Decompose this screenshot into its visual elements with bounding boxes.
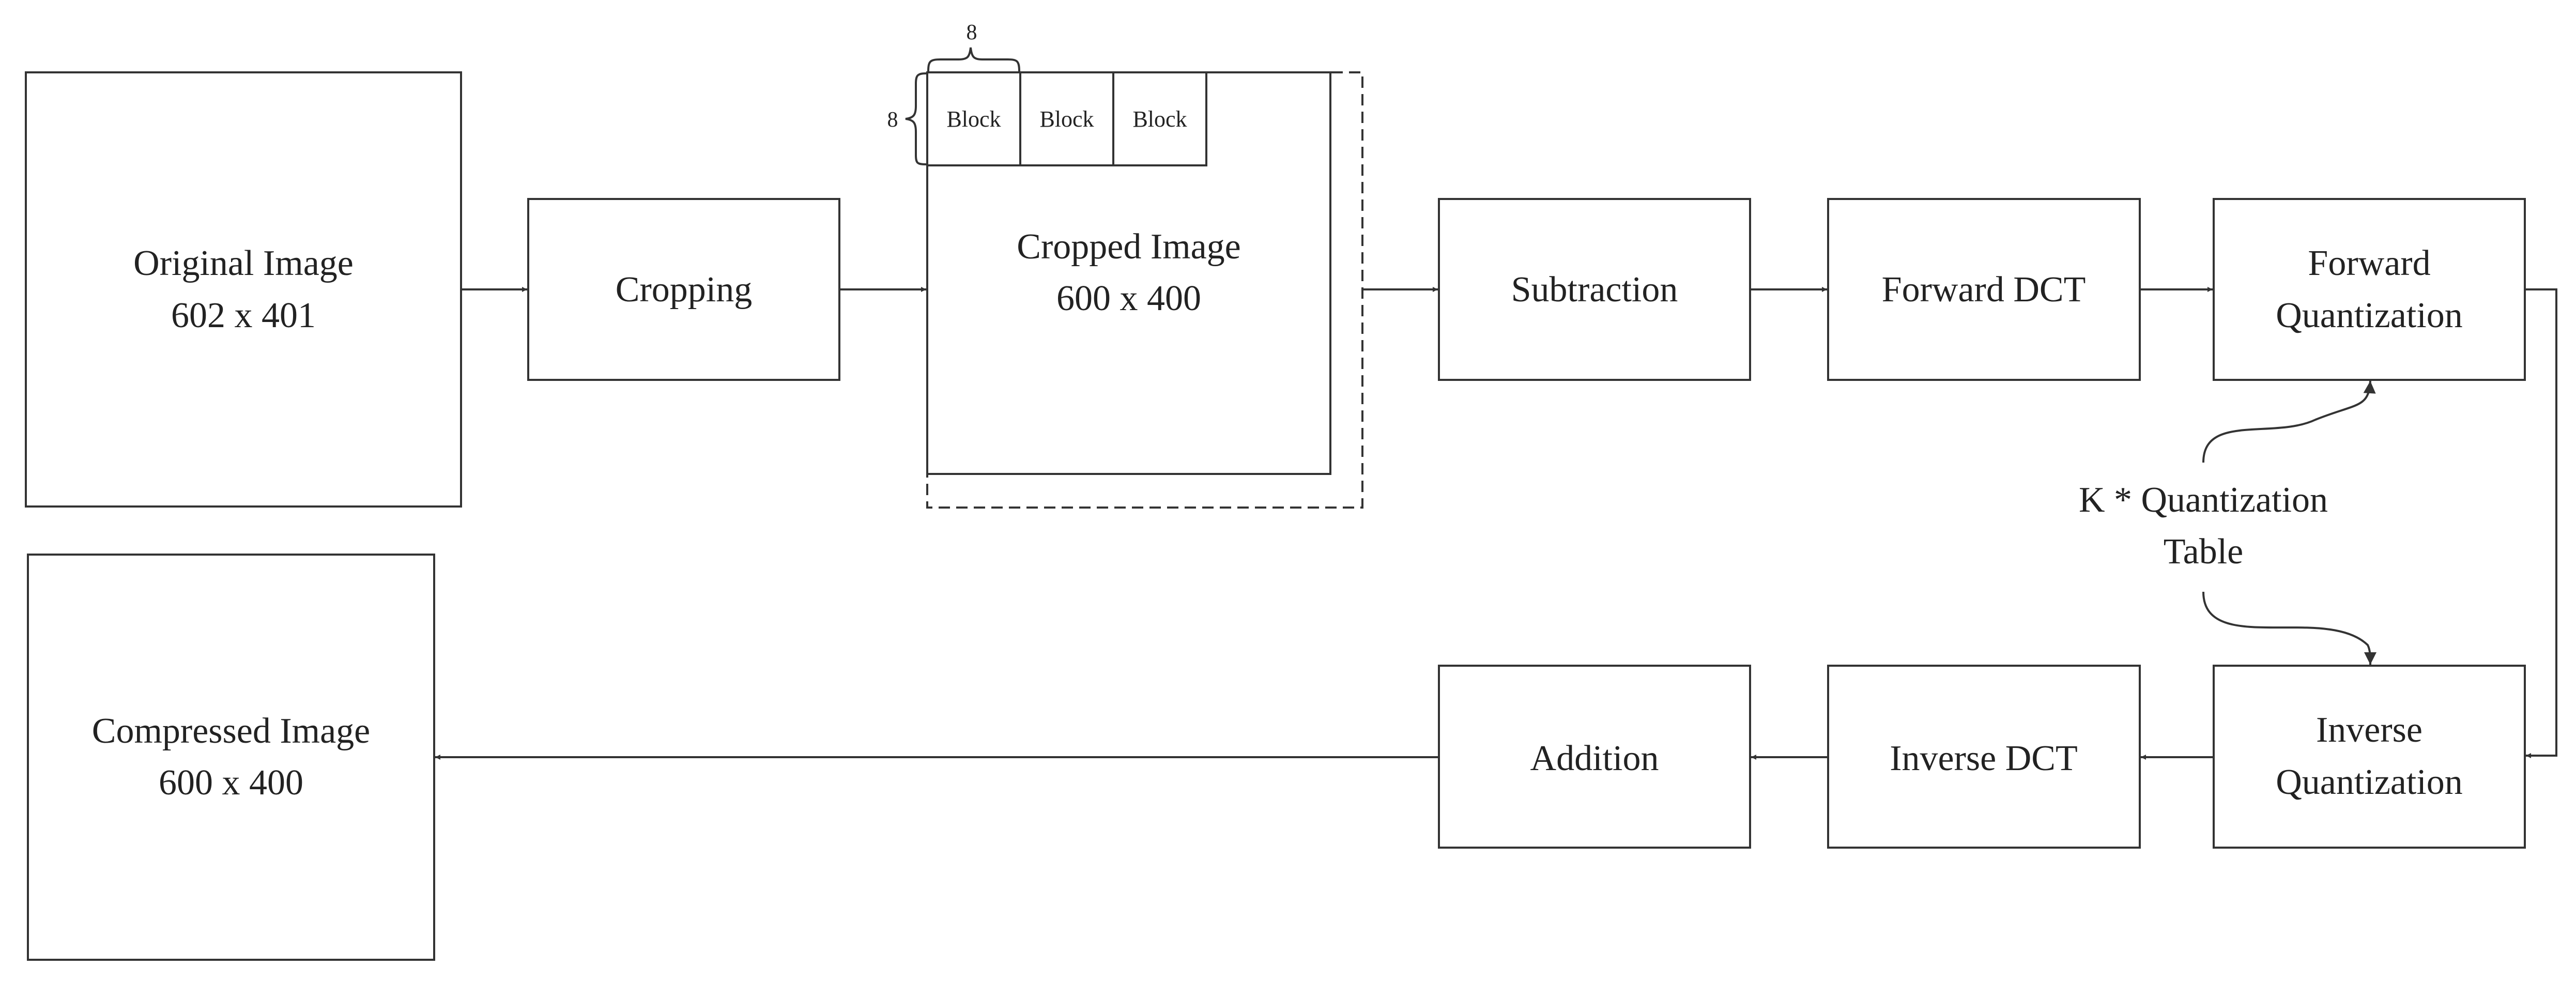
forward-quantization-label-1: Forward xyxy=(2308,243,2430,283)
block-3 xyxy=(1112,71,1207,166)
block-3-label: Block xyxy=(1132,106,1187,132)
cropped-image-label: Cropped Image xyxy=(1017,227,1240,267)
quantization-table-label-1: K * Quantization xyxy=(2079,480,2328,520)
cropped-image-size: 600 x 400 xyxy=(1056,279,1201,318)
block-2-label: Block xyxy=(1039,106,1094,132)
block-1-label: Block xyxy=(946,106,1001,132)
original-image-size: 602 x 401 xyxy=(171,296,316,335)
block-height-brace xyxy=(905,72,927,165)
arrow-table-to-forward-quantization xyxy=(2202,380,2376,463)
inverse-quantization-label-2: Quantization xyxy=(2276,762,2463,802)
block-height-label: 8 xyxy=(887,108,898,132)
forward-dct-label: Forward DCT xyxy=(1882,270,2086,310)
compressed-image-box xyxy=(27,554,435,961)
forward-quantization-box xyxy=(2213,198,2526,381)
compressed-image-size: 600 x 400 xyxy=(159,763,303,803)
quantization-table-label-2: Table xyxy=(2164,532,2243,572)
cropped-image-box xyxy=(926,71,1331,475)
inverse-quantization-box xyxy=(2213,665,2526,849)
arrow-table-to-inverse-quantization xyxy=(2202,591,2376,665)
inverse-dct-label: Inverse DCT xyxy=(1890,739,2078,778)
arrow-forward-quantization-to-inverse-quantization xyxy=(2525,288,2557,758)
block-width-label: 8 xyxy=(967,21,977,44)
original-image-label: Original Image xyxy=(133,243,354,283)
compressed-image-label: Compressed Image xyxy=(92,711,370,751)
original-image-box xyxy=(25,71,462,508)
block-width-brace xyxy=(927,47,1020,72)
addition-label: Addition xyxy=(1530,739,1659,778)
cropping-label: Cropping xyxy=(616,270,752,310)
forward-quantization-label-2: Quantization xyxy=(2276,296,2463,335)
subtraction-label: Subtraction xyxy=(1511,270,1678,310)
inverse-quantization-label-1: Inverse xyxy=(2316,710,2422,750)
